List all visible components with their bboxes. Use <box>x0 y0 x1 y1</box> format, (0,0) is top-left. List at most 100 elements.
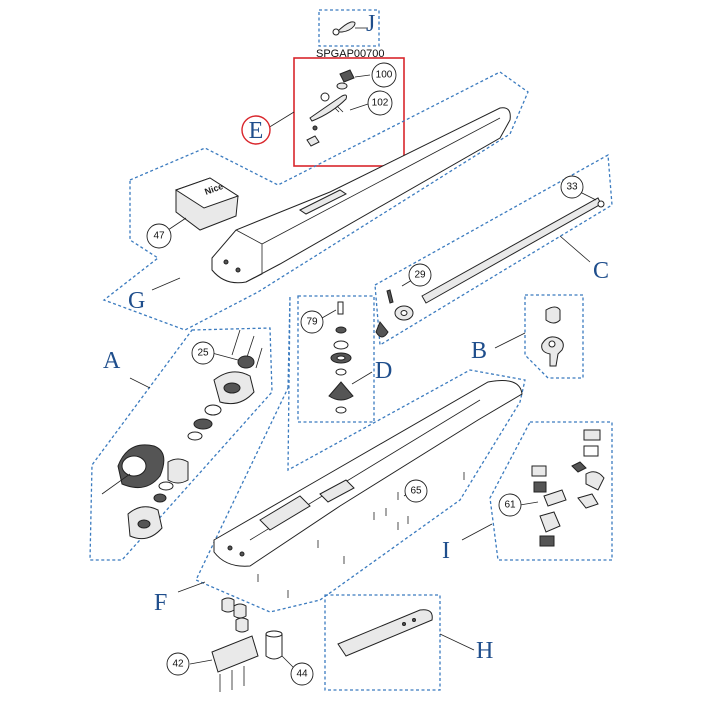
switch-cover-i-4 <box>533 481 547 493</box>
terminal-legs <box>219 666 245 692</box>
group-i: 61 I <box>442 421 613 564</box>
casing-hole-2 <box>239 551 245 557</box>
group-g: Nice 47 G <box>102 71 529 331</box>
loose-parts: 42 44 <box>166 597 314 692</box>
bearing-c-hole <box>400 310 408 316</box>
group-e-circle <box>241 115 271 145</box>
callout-42: 42 <box>172 659 184 670</box>
ring-a-3 <box>187 431 203 441</box>
worm-screw-shaft <box>421 197 602 304</box>
callout-29: 29 <box>414 270 426 281</box>
group-f-border <box>195 295 526 613</box>
bush-b <box>545 306 561 324</box>
worm-gear-25 <box>237 355 255 369</box>
callout-79-circle <box>300 310 324 334</box>
gearbox-top-hole <box>223 382 241 394</box>
pinion-gear-c <box>375 321 389 338</box>
leader-e <box>267 111 295 129</box>
group-label-b: B <box>471 338 487 364</box>
shaft-washer-33 <box>597 200 605 208</box>
leader-33 <box>579 191 597 201</box>
group-label-j: J <box>366 11 375 37</box>
washer-d-1 <box>335 326 347 334</box>
callout-29-circle <box>408 263 432 287</box>
key-part <box>335 21 356 33</box>
group-label-e: E <box>249 118 264 144</box>
casing-mount <box>319 479 355 503</box>
group-d: 79 D <box>297 295 392 423</box>
group-label-a: A <box>103 348 121 374</box>
group-label-f: F <box>154 590 167 616</box>
switch-cover-i-2 <box>583 445 599 457</box>
bevel-gear-d <box>328 381 354 401</box>
callout-65: 65 <box>410 486 422 497</box>
leader-61 <box>519 501 539 506</box>
cap-1 <box>221 597 235 613</box>
ring-a-4 <box>158 481 174 491</box>
callout-61-circle <box>498 493 522 517</box>
gasket-hole-2 <box>412 618 416 622</box>
gearbox-bottom-hole <box>137 519 151 529</box>
leader-i <box>461 523 493 541</box>
group-label-h: H <box>476 638 493 664</box>
switch-cover-i-3 <box>531 465 547 477</box>
release-key-hole <box>548 340 556 348</box>
coupling-a <box>167 458 189 484</box>
lock-cylinder <box>339 69 355 83</box>
gasket-hole-1 <box>402 622 406 626</box>
release-key-b <box>541 336 564 367</box>
leader-b <box>494 332 526 349</box>
switch-cover-i-1 <box>583 429 601 441</box>
switch-housing-i-3 <box>539 511 561 533</box>
leader-d <box>351 371 373 385</box>
leader-47 <box>167 217 187 231</box>
group-label-d: D <box>375 358 392 384</box>
callout-44: 44 <box>296 669 308 680</box>
group-c: 33 29 C <box>374 153 613 347</box>
cylinder-44-top <box>265 630 283 638</box>
motor-face <box>121 455 147 477</box>
callout-47-circle <box>146 223 172 249</box>
callout-100: 100 <box>376 70 393 81</box>
screw-e <box>312 125 318 131</box>
group-h-border <box>324 594 441 691</box>
leader-100 <box>354 74 371 78</box>
group-j: J SPGAP00700 <box>316 9 385 60</box>
leader-h <box>439 633 475 651</box>
callout-61: 61 <box>504 500 516 511</box>
pin-d <box>337 301 344 315</box>
cover-edge <box>235 229 263 283</box>
group-f: 65 F <box>154 295 526 616</box>
callout-33: 33 <box>566 182 578 193</box>
group-label-g: G <box>128 288 145 314</box>
cover-ridge <box>261 117 501 245</box>
callout-102-circle <box>367 90 393 116</box>
key-ring <box>332 28 340 36</box>
callout-44-circle <box>290 662 314 686</box>
group-c-border <box>374 153 613 347</box>
motor-cover <box>211 107 511 284</box>
callout-42-circle <box>166 652 190 676</box>
screw-a-1 <box>231 329 241 356</box>
cap-3 <box>235 617 249 633</box>
group-a: 25 A <box>89 327 273 561</box>
group-e: 100 102 E <box>241 57 405 167</box>
leader-c <box>559 235 591 263</box>
group-i-border <box>489 421 613 561</box>
small-clip-e <box>306 135 320 147</box>
switch-base-i <box>539 535 555 547</box>
casing-compartment <box>259 495 311 531</box>
callout-102: 102 <box>372 98 389 109</box>
leader-g <box>151 277 181 291</box>
screw-a-3 <box>255 347 263 369</box>
washer-d-3 <box>335 368 347 376</box>
terminal-block-42 <box>211 635 259 673</box>
leader-25 <box>211 352 239 361</box>
callout-33-circle <box>560 175 584 199</box>
switch-housing-i-2 <box>577 493 599 509</box>
washer-e <box>336 82 348 90</box>
rubber-gasket-h <box>337 609 433 657</box>
leader-a <box>129 377 151 389</box>
base-casing <box>213 380 523 567</box>
